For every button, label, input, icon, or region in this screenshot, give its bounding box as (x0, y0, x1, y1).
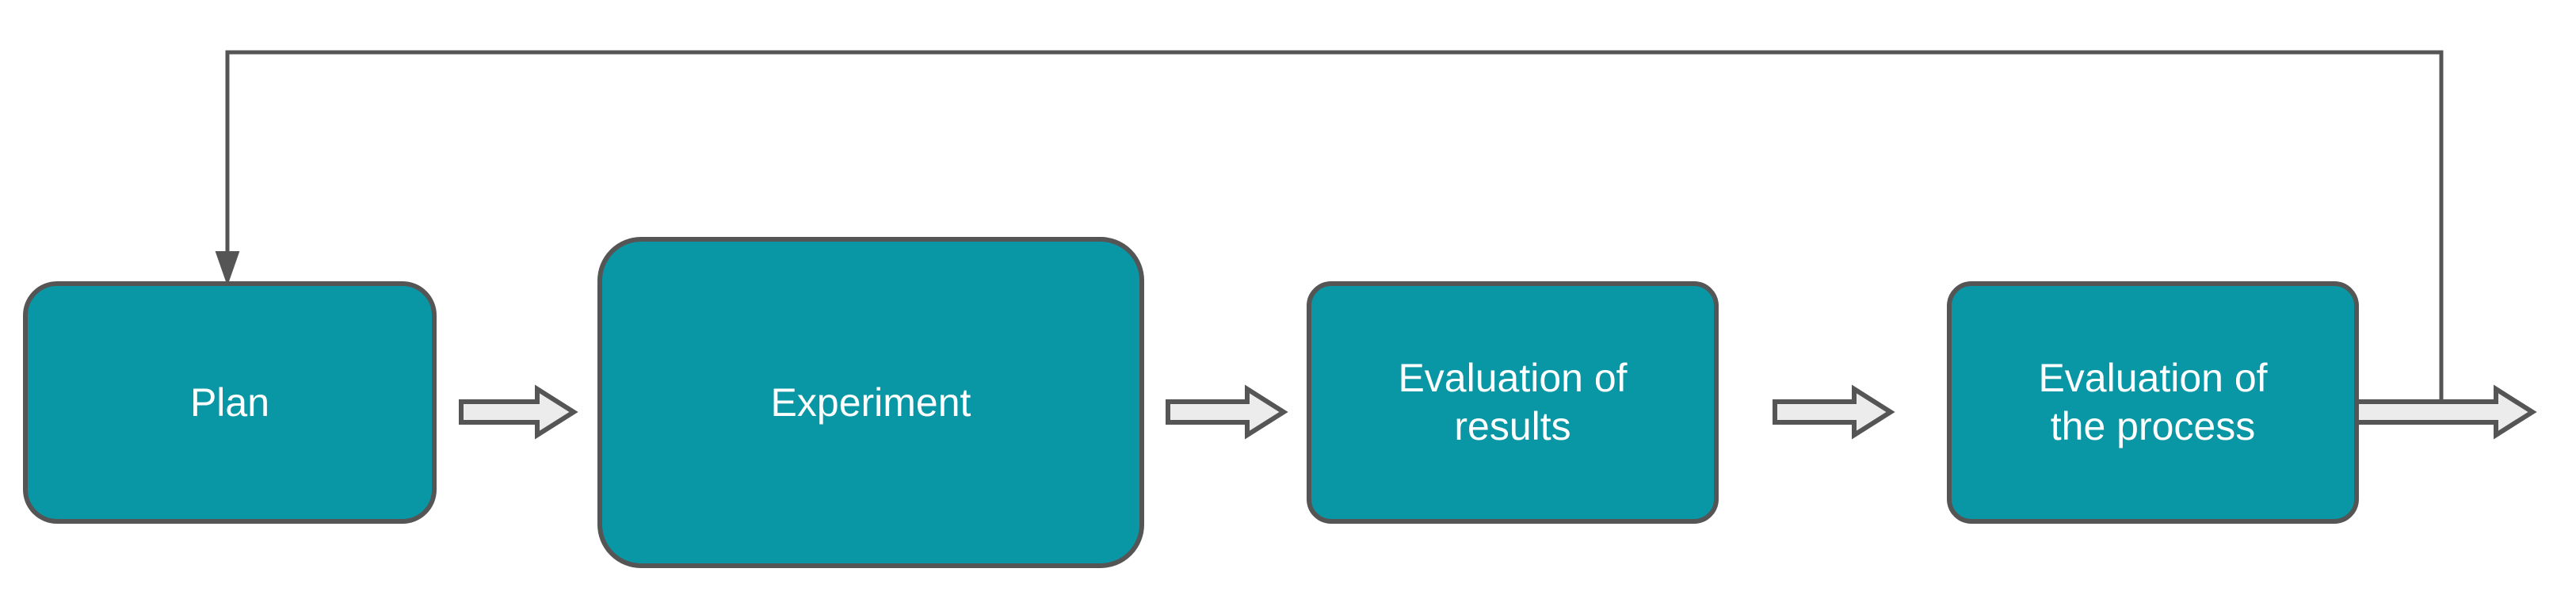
feedback-loop-path (225, 50, 2444, 402)
feedback-loop-connector (215, 50, 2444, 402)
node-experiment[interactable] (597, 237, 1144, 568)
node-evaluation-of-results[interactable] (1307, 281, 1719, 524)
node-plan[interactable] (23, 281, 437, 524)
block-arrow-experiment-to-evaluation-of-results (1166, 384, 1288, 440)
block-arrow-evaluation-of-the-process-to-output (2354, 384, 2537, 440)
block-arrow-evaluation-of-results-to-evaluation-of-the-process (1773, 384, 1895, 440)
block-arrow-plan-to-experiment (459, 384, 578, 440)
node-evaluation-of-the-process[interactable] (1947, 281, 2359, 524)
feedback-loop-arrowhead-icon (215, 251, 240, 287)
